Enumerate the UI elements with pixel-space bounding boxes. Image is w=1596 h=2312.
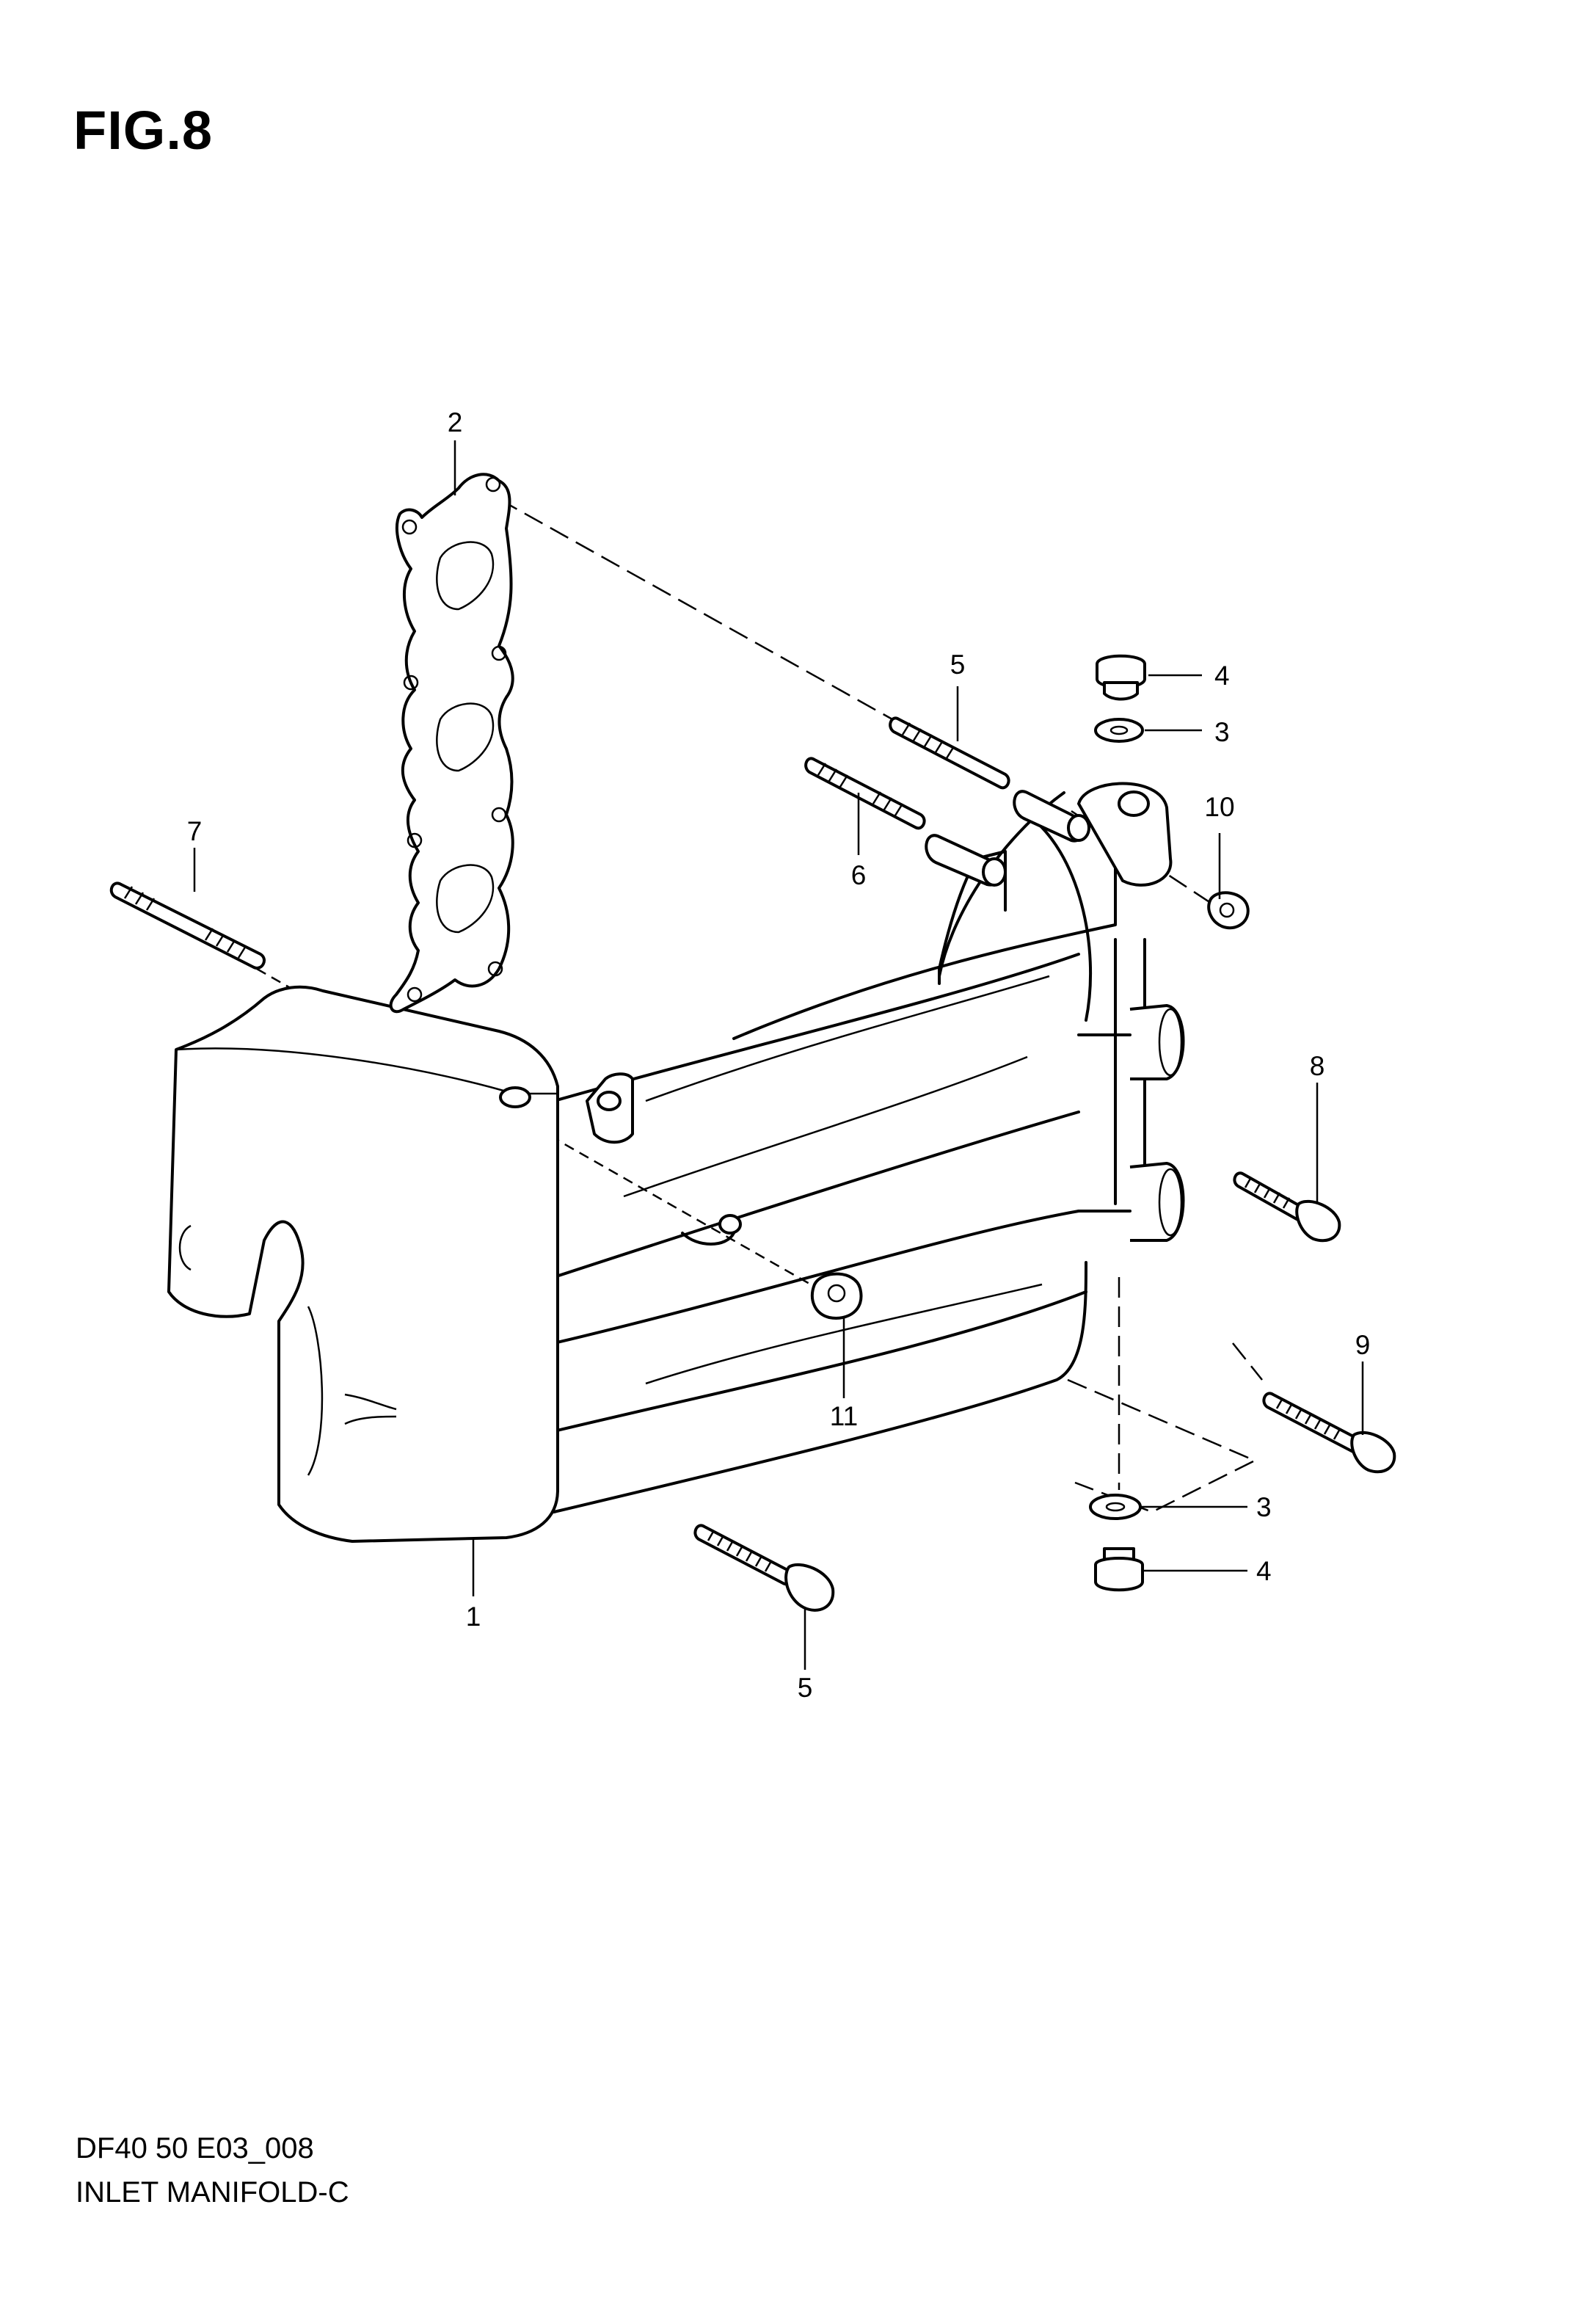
callout-10: 10: [1204, 792, 1234, 822]
callout-6: 7: [187, 816, 203, 846]
callout-7: 8: [1310, 1051, 1325, 1081]
plug-upper: [1096, 654, 1146, 701]
diagram-name: INLET MANIFOLD-C: [76, 2176, 349, 2209]
callout-5-upper: 5: [950, 650, 966, 680]
washer-lower: [1089, 1494, 1142, 1520]
nut-11: [810, 1272, 863, 1320]
figure-title: FIG.8: [73, 100, 214, 161]
nut-10: [1207, 891, 1250, 930]
callout-9: 5: [798, 1673, 813, 1703]
callout-3-lower: 3: [1256, 1492, 1272, 1522]
washer-upper: [1094, 718, 1144, 743]
manifold-gasket: [389, 473, 514, 1014]
plug-lower: [1094, 1547, 1144, 1592]
diagram-code: DF40 50 E03_008: [76, 2132, 314, 2164]
callout-labels: 2 5 4 3 10 6 7 8 9 11 3 4 1 5: [187, 407, 1371, 1703]
bolt-8: [1262, 1392, 1396, 1474]
stud-long: [109, 881, 266, 970]
bolt-9: [693, 1524, 835, 1612]
callout-4-lower: 4: [1256, 1556, 1272, 1586]
stud-middle: [804, 757, 926, 830]
bolt-7: [1233, 1171, 1341, 1243]
inlet-manifold-body: [167, 782, 1185, 1543]
callout-11: 11: [830, 1401, 858, 1431]
callout-2: 2: [448, 407, 463, 437]
callout-1: 1: [466, 1602, 481, 1632]
callout-8: 9: [1355, 1330, 1371, 1360]
leader-lines: [193, 440, 1364, 1670]
callout-4-upper: 4: [1214, 661, 1230, 691]
callout-3-upper: 3: [1214, 717, 1230, 747]
callout-5-lower: 6: [851, 860, 867, 890]
stud-upper: [889, 716, 1010, 790]
